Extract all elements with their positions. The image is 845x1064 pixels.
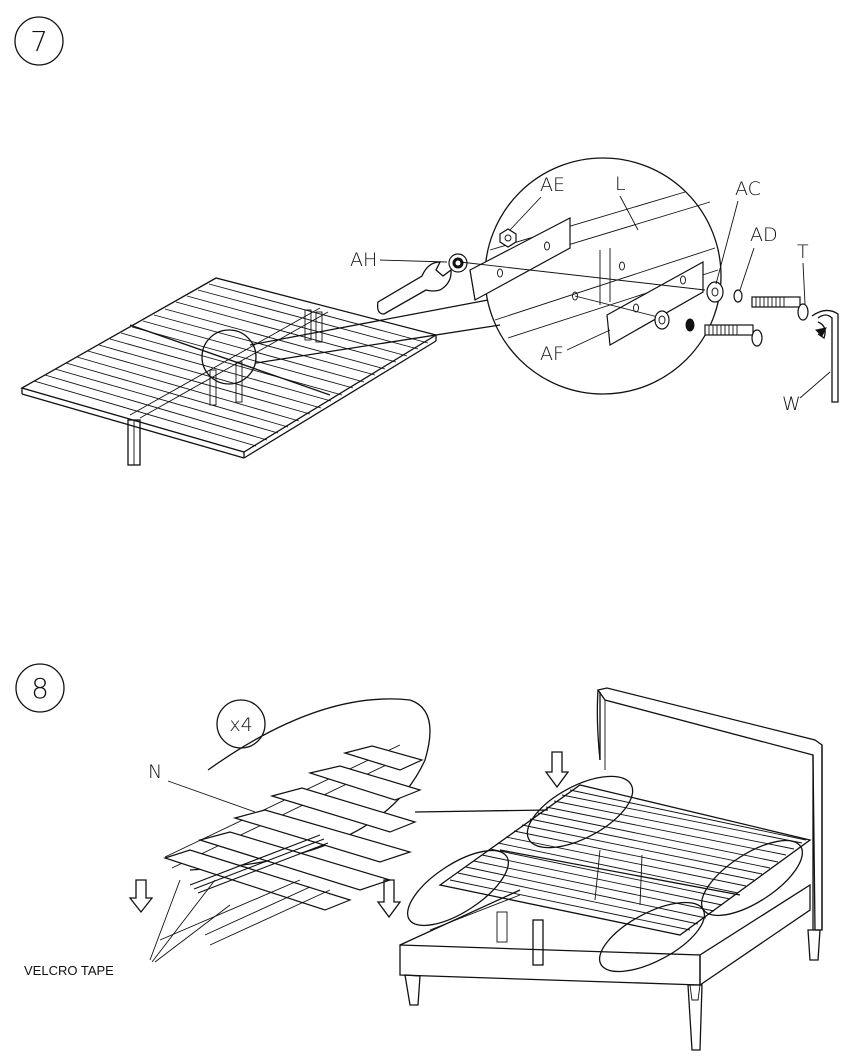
slat-frame-step7: [20, 277, 438, 466]
hardware-step7: [685, 281, 839, 403]
step-8-number: 8: [31, 672, 49, 705]
label-L: L: [615, 173, 626, 195]
step-8-marker: 8: [15, 663, 65, 713]
down-arrow-icon: [544, 751, 570, 789]
label-W: W: [782, 393, 801, 415]
step-7: 7: [14, 16, 839, 466]
step-7-marker: 7: [14, 16, 64, 66]
label-N: N: [148, 761, 162, 783]
label-velcro-tape: VELCRO TAPE: [24, 963, 114, 978]
label-AF: AF: [540, 343, 564, 365]
wrench-icon: [376, 253, 468, 315]
label-AD: AD: [750, 224, 778, 246]
down-arrow-icon: [128, 879, 154, 914]
label-x4: x4: [229, 714, 252, 736]
label-T: T: [797, 241, 809, 263]
bed-frame: [399, 687, 823, 1051]
label-AC: AC: [735, 178, 761, 200]
detail-circle-step7: [459, 157, 722, 395]
label-AH: AH: [350, 249, 377, 271]
slat-detail-ellipse: [159, 698, 431, 946]
label-AE: AE: [540, 174, 565, 196]
multiplier-bubble: x4: [216, 699, 266, 749]
step-7-number: 7: [30, 25, 48, 58]
step-8: 8 x4: [15, 663, 823, 1051]
down-arrow-icon: [376, 879, 402, 919]
